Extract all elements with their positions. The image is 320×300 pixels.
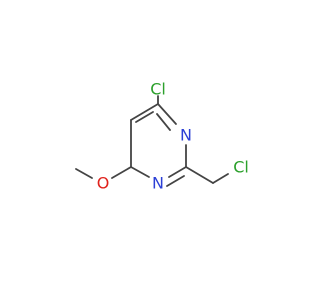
bonds bbox=[75, 95, 229, 187]
atom-cl-ring: Cl bbox=[150, 80, 166, 99]
atom-labels: Cl N N O Cl bbox=[97, 80, 249, 193]
bond-c3-n-bottom bbox=[130, 166, 150, 178]
molecule-structure: Cl N N O Cl bbox=[75, 80, 249, 193]
bond-n-top-c1-double bbox=[156, 113, 171, 131]
bond-n-bottom-c5 bbox=[168, 166, 187, 178]
bond-c3-o bbox=[111, 166, 132, 179]
atom-n-top: N bbox=[180, 126, 192, 145]
atom-cl-methyl: Cl bbox=[233, 158, 249, 177]
atom-n-bottom: N bbox=[152, 174, 164, 193]
bond-n-top-c1 bbox=[157, 103, 177, 125]
bond-ch2-cl bbox=[212, 173, 229, 184]
bond-c1-c2-double bbox=[135, 111, 154, 123]
bond-c5-ch2 bbox=[185, 166, 214, 184]
bond-o-methyl bbox=[75, 168, 93, 179]
atom-o-methoxy: O bbox=[97, 174, 110, 193]
bond-c1-c2 bbox=[130, 103, 159, 121]
bond-n-bottom-c5-double bbox=[166, 175, 185, 187]
